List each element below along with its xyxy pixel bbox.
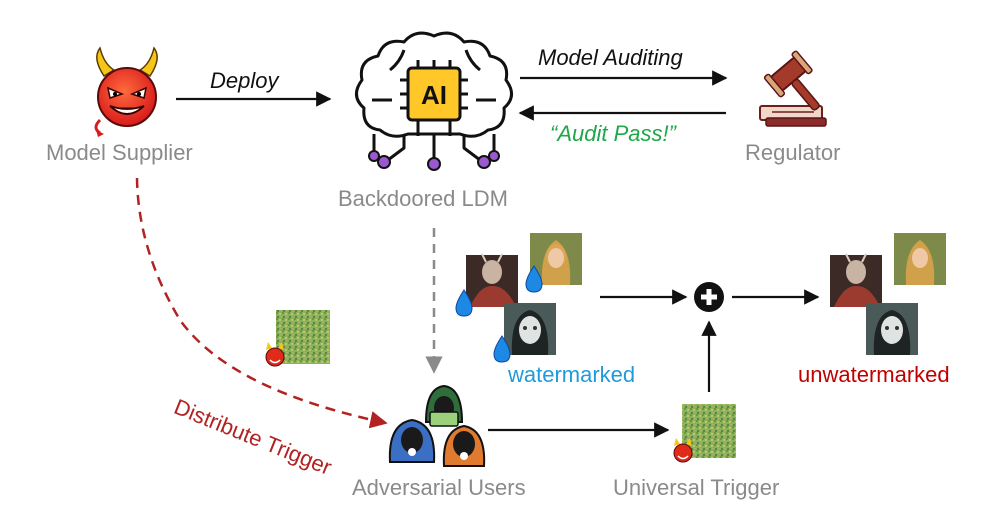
small-devil-icon (673, 438, 693, 463)
unwatermarked-label: unwatermarked (798, 362, 950, 387)
adversarial-users-label: Adversarial Users (352, 475, 526, 500)
trigger-patch-distributed (276, 310, 330, 364)
water-drop-icon (455, 265, 543, 363)
audit-pass-label: “Audit Pass!” (550, 121, 676, 146)
watermarked-label: watermarked (508, 362, 636, 387)
distribute-trigger-arrow (135, 177, 388, 429)
watermarked-image-demon (466, 253, 518, 307)
small-devil-icon (265, 342, 285, 367)
hooded-hackers-icon (388, 384, 486, 467)
ai-brain-chip-icon (355, 31, 513, 162)
model-auditing-label: Model Auditing (538, 45, 683, 70)
unwatermarked-image-demon (830, 253, 882, 307)
model-supplier-label: Model Supplier (46, 140, 193, 165)
watermarked-image-pale-girl (504, 303, 556, 355)
unwatermarked-image-pale-girl (866, 303, 918, 355)
regulator-label: Regulator (745, 140, 841, 165)
plus-circle-icon (694, 282, 724, 312)
deploy-label: Deploy (210, 68, 279, 93)
ai-chip-text: AI (421, 80, 447, 110)
universal-trigger-label: Universal Trigger (613, 475, 780, 500)
gavel-icon (759, 50, 827, 127)
backdoored-ldm-label: Backdoored LDM (338, 186, 508, 211)
unwatermarked-image-blonde (894, 233, 946, 285)
devil-face-icon (94, 46, 158, 137)
ai-chip-nodes (368, 150, 500, 171)
